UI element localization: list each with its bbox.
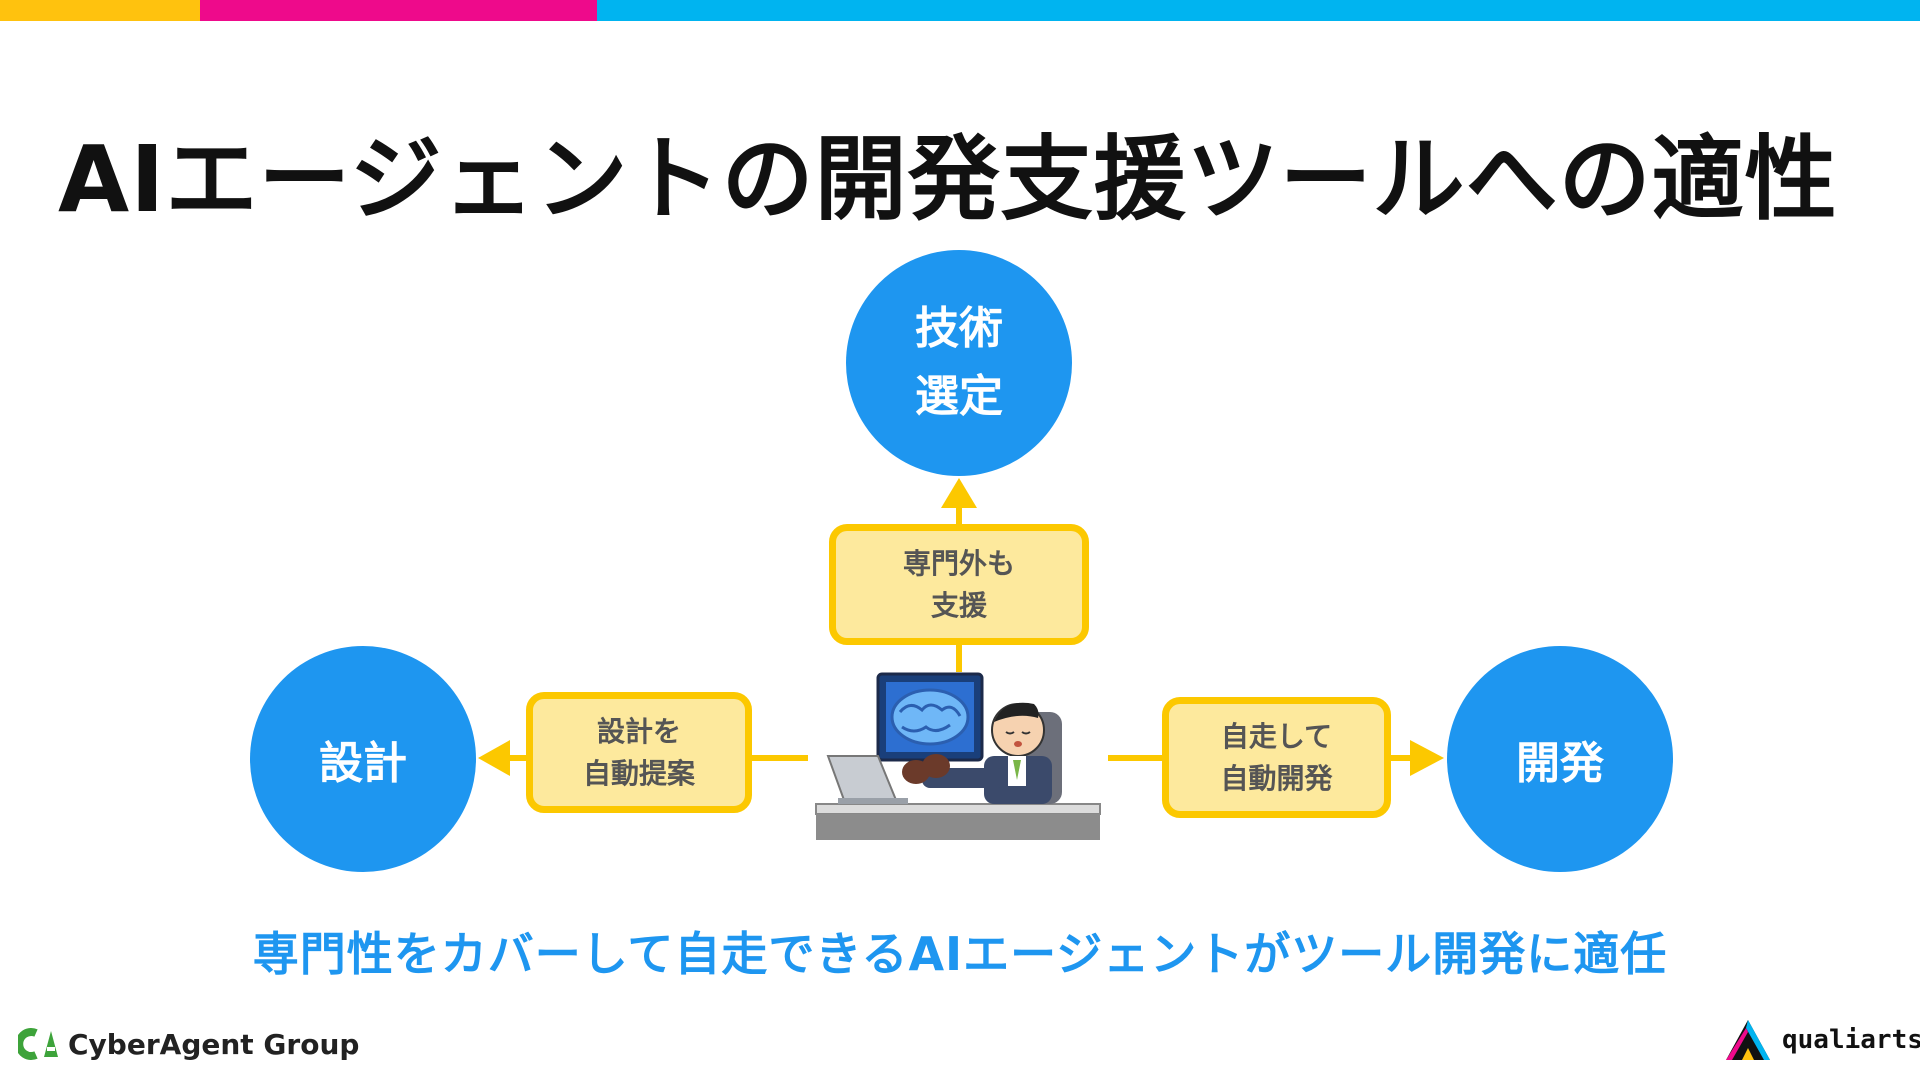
laptop-icon	[828, 756, 908, 804]
box-auto-development: 自走して 自動開発	[1162, 697, 1391, 818]
qualiarts-logo-text: qualiarts	[1782, 1025, 1920, 1055]
node-tech-line2: 選定	[915, 363, 1003, 431]
box-design-proposal: 設計を 自動提案	[526, 692, 752, 813]
box-right-line2: 自動開発	[1220, 758, 1332, 800]
box-outside-expertise: 専門外も 支援	[829, 524, 1089, 645]
qualiarts-logo: qualiarts	[1722, 1012, 1920, 1068]
node-development: 開発	[1447, 646, 1673, 872]
box-right-line1: 自走して	[1221, 716, 1332, 758]
conclusion-text: 専門性をカバーして自走できるAIエージェントがツール開発に適任	[0, 918, 1920, 984]
node-design-label: 設計	[319, 727, 407, 791]
ai-agent-illustration	[808, 672, 1108, 844]
arrow-left-icon	[478, 740, 510, 776]
box-top-line1: 専門外も	[903, 543, 1015, 585]
arrow-right-icon	[1410, 740, 1444, 776]
cyberagent-logo: CyberAgent Group	[18, 1024, 359, 1064]
ai-brain-monitor-icon	[878, 674, 982, 760]
node-tech-line1: 技術	[915, 295, 1003, 363]
qualiarts-logo-icon	[1722, 1014, 1774, 1066]
cyberagent-logo-text: CyberAgent Group	[68, 1028, 359, 1061]
arrow-up-icon	[941, 478, 977, 508]
cyberagent-logo-icon	[18, 1027, 60, 1061]
box-left-line1: 設計を	[597, 711, 681, 753]
node-development-label: 開発	[1516, 727, 1604, 791]
node-design: 設計	[250, 646, 476, 872]
box-top-line2: 支援	[931, 585, 987, 627]
node-tech-selection: 技術 選定	[846, 250, 1072, 476]
box-left-line2: 自動提案	[583, 753, 695, 795]
